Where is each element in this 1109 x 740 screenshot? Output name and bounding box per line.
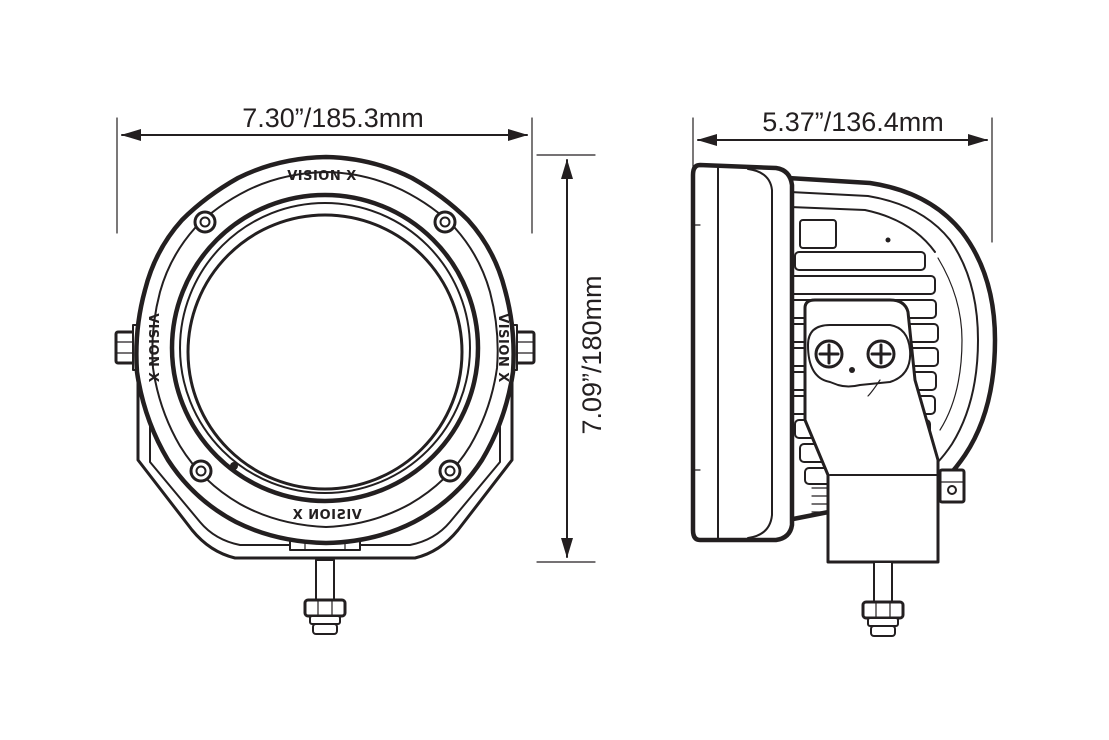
front-width-label: 7.30”/185.3mm xyxy=(242,103,424,133)
brand-logo-right: VISION X xyxy=(495,313,510,383)
side-depth-dimension: 5.37”/136.4mm xyxy=(692,107,993,243)
lens xyxy=(186,213,464,491)
front-view: 7.30”/185.3mm 7.09”/180mm xyxy=(114,103,607,635)
side-rear-bolt xyxy=(938,468,966,504)
height-dimension: 7.09”/180mm xyxy=(536,154,607,563)
bezel-screw-icon xyxy=(193,210,217,234)
side-mounting-bracket xyxy=(803,298,940,564)
bezel-screw-icon xyxy=(438,459,462,483)
front-width-dimension: 7.30”/185.3mm xyxy=(116,103,533,234)
brand-logo-top: VISION X xyxy=(287,169,357,184)
side-depth-label: 5.37”/136.4mm xyxy=(762,107,944,137)
bracket-screw-icon xyxy=(866,339,896,369)
lens-outer-ring xyxy=(169,192,481,504)
brand-logo-left: VISION X xyxy=(145,313,160,383)
side-view: 5.37”/136.4mm xyxy=(690,107,998,637)
bracket-screw-icon xyxy=(814,339,844,369)
front-mount-stud xyxy=(303,559,347,635)
height-label: 7.09”/180mm xyxy=(577,275,607,434)
side-bezel xyxy=(690,162,795,543)
side-mount-stud xyxy=(861,561,905,637)
brand-logo-bottom: VISION X xyxy=(292,508,362,523)
bezel-screw-icon xyxy=(189,459,213,483)
bezel-screw-icon xyxy=(433,210,457,234)
